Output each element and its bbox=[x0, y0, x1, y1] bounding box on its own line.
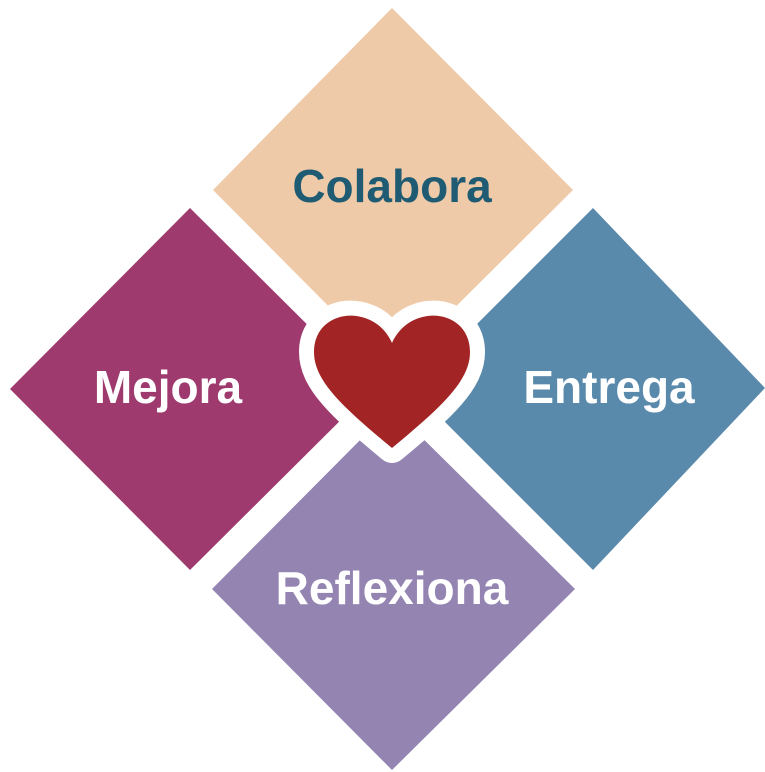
heart-icon bbox=[299, 300, 485, 463]
quadrant-mejora: Mejora bbox=[10, 208, 372, 570]
quadrant-reflexiona: Reflexiona bbox=[212, 408, 575, 770]
quadrant-entrega-shape bbox=[412, 208, 765, 570]
quadrant-colabora-label: Colabora bbox=[292, 160, 492, 212]
quadrant-reflexiona-label: Reflexiona bbox=[276, 562, 509, 614]
quadrant-reflexiona-shape bbox=[212, 408, 575, 770]
quadrant-mejora-label: Mejora bbox=[94, 361, 243, 413]
quadrant-colabora: Colabora bbox=[213, 8, 573, 370]
quadrant-colabora-shape bbox=[213, 8, 573, 370]
quadrant-mejora-shape bbox=[10, 208, 372, 570]
quadrant-entrega: Entrega bbox=[412, 208, 765, 570]
heart-shape bbox=[314, 315, 470, 448]
quadrant-entrega-label: Entrega bbox=[523, 361, 695, 413]
